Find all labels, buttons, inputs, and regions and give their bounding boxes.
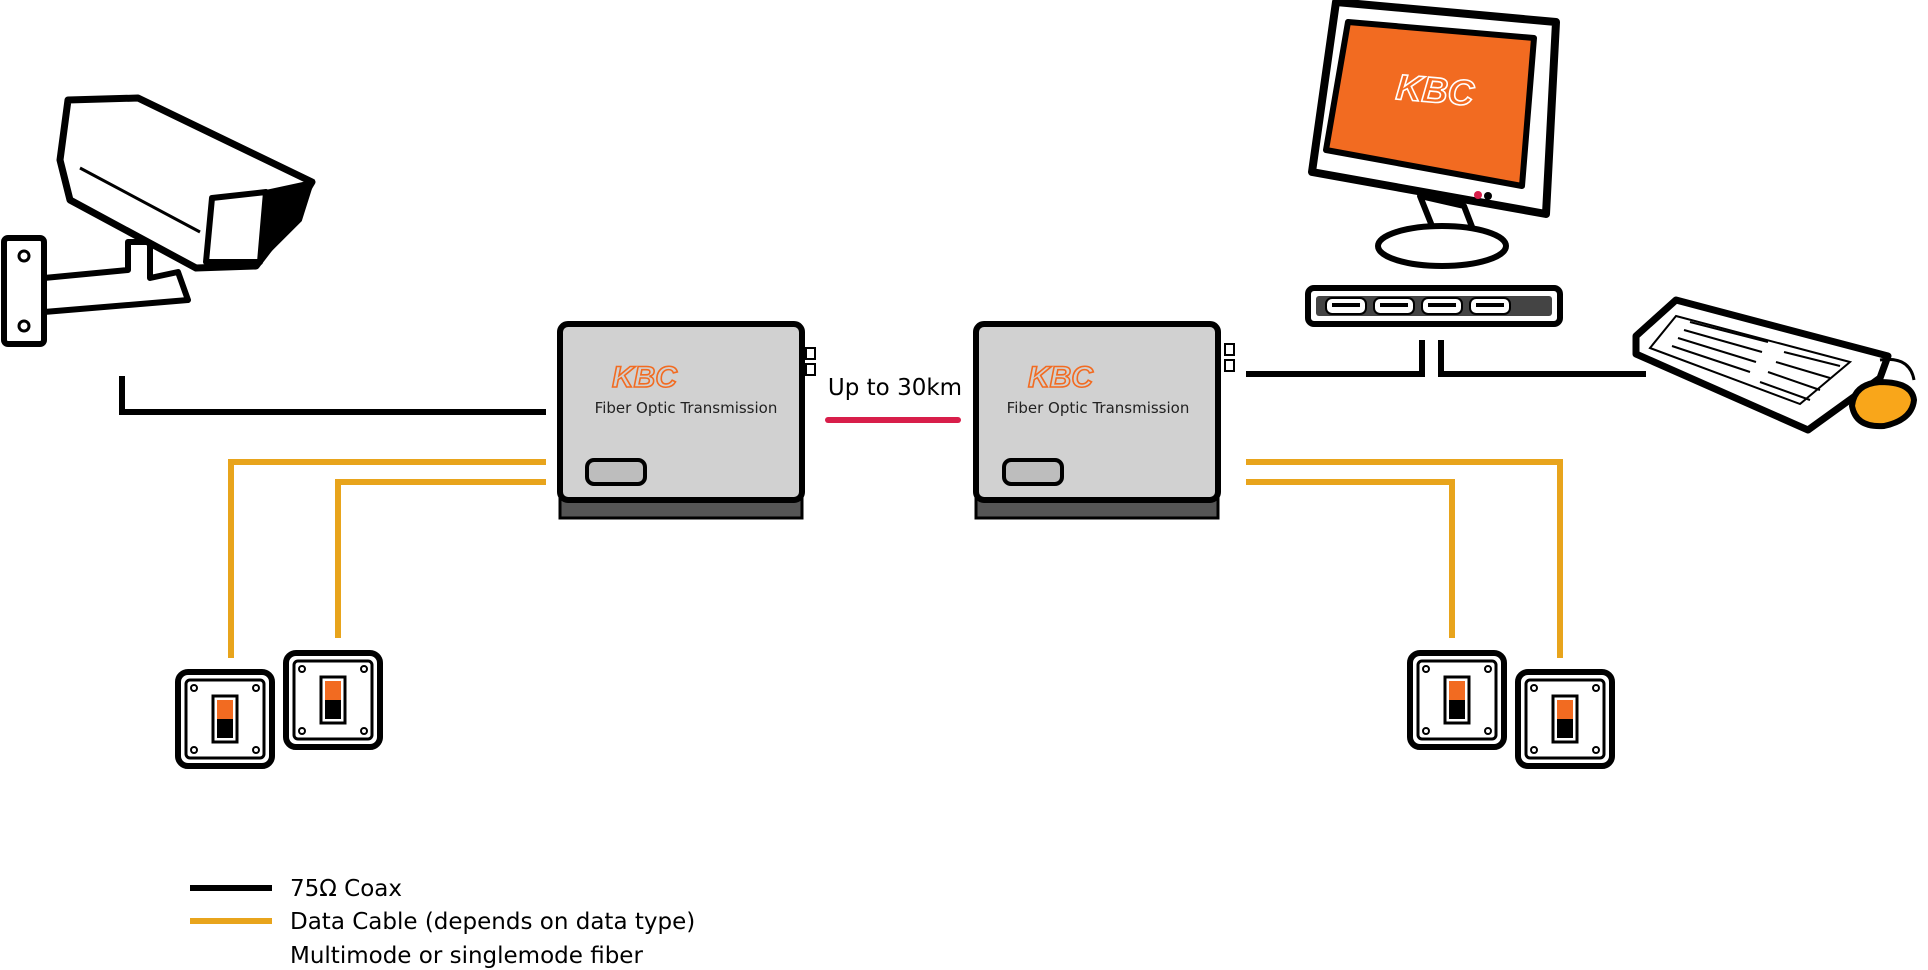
monitor-icon: KBC xyxy=(1308,0,1560,269)
wall-switch-right-2 xyxy=(1515,669,1615,769)
legend-label-coax: 75Ω Coax xyxy=(290,876,402,902)
fiber-unit-left: KBC Fiber Optic Transmission xyxy=(557,321,816,520)
unit-right-brand-logo: KBC xyxy=(1028,361,1094,394)
data-cable-left-1 xyxy=(228,459,546,658)
legend-label-fiber: Multimode or singlemode fiber xyxy=(290,943,643,969)
data-cable-right-1 xyxy=(1246,459,1563,658)
mouse-icon xyxy=(1848,378,1918,430)
wall-switch-left-2 xyxy=(283,650,383,750)
monitor-brand-logo: KBC xyxy=(1394,66,1476,114)
data-cables xyxy=(228,459,1563,658)
wall-switch-left-1 xyxy=(175,669,275,769)
unit-left-brand-logo: KBC xyxy=(612,361,678,394)
unit-right-label: Fiber Optic Transmission xyxy=(1007,399,1190,417)
distance-label: Up to 30km xyxy=(828,375,962,401)
data-cable-right-2 xyxy=(1246,479,1455,638)
coax-camera-to-tx xyxy=(119,376,546,415)
unit-left-label: Fiber Optic Transmission xyxy=(595,399,778,417)
network-switch-icon xyxy=(1305,285,1563,327)
data-cable-left-2 xyxy=(335,479,546,638)
coax-switch-to-keyboard xyxy=(1438,340,1646,377)
cctv-camera-icon xyxy=(1,94,316,347)
keyboard-icon xyxy=(1632,296,1916,434)
fiber-unit-right: KBC Fiber Optic Transmission xyxy=(973,321,1235,520)
coax-cables xyxy=(119,340,1646,415)
legend-label-data: Data Cable (depends on data type) xyxy=(290,909,695,935)
wall-switch-right-1 xyxy=(1407,650,1507,750)
fiber-link: Up to 30km xyxy=(825,375,962,423)
legend: 75Ω Coax Data Cable (depends on data typ… xyxy=(190,876,695,969)
coax-rx-to-switch xyxy=(1246,340,1425,377)
